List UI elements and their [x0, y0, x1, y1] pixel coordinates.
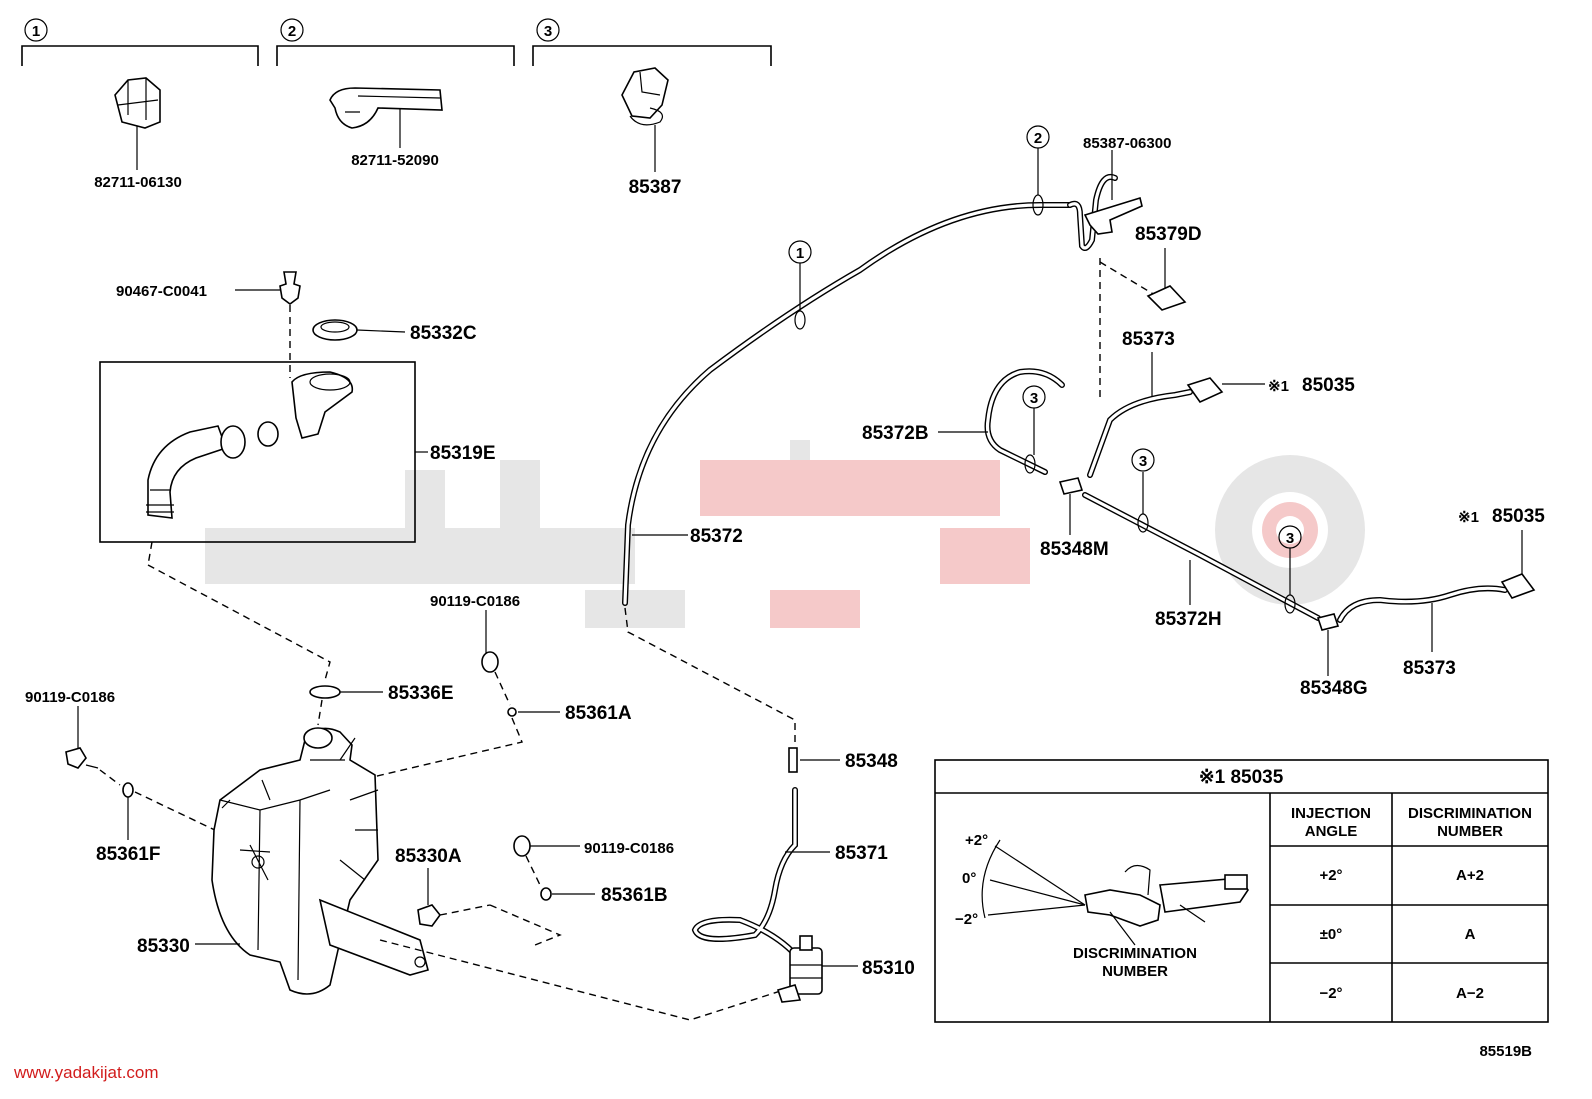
- part-label-85379d: 85379D: [1135, 224, 1202, 245]
- group-number-3: 3: [544, 23, 552, 40]
- fastener-90467-drawing: [235, 271, 301, 378]
- website-watermark: www.yadakijat.com: [13, 1063, 159, 1082]
- row-1-number: A+2: [1456, 867, 1484, 884]
- part-label-85348m: 85348M: [1040, 539, 1109, 560]
- clip-callout-1: 1: [796, 245, 804, 262]
- injection-angle-table: ※1 85035 INJECTION ANGLE DISCRIMINATION …: [934, 759, 1549, 1023]
- part-label-85310: 85310: [862, 958, 915, 979]
- angle-minus2: −2°: [955, 911, 978, 928]
- hose-85373-lower-drawing: [1337, 530, 1536, 652]
- part-label-85336e: 85336E: [388, 683, 454, 704]
- part-label-90467-c0041: 90467-C0041: [116, 283, 207, 300]
- grommet-90119-left-drawing: [65, 706, 241, 843]
- angle-zero: 0°: [962, 870, 976, 887]
- part-label-85371: 85371: [835, 843, 888, 864]
- angle-plus2: +2°: [965, 832, 988, 849]
- group-bracket-2: 2: [276, 18, 515, 66]
- reservoir-tank-85330-drawing: [195, 727, 429, 995]
- detail-caption-line2: NUMBER: [1102, 963, 1168, 980]
- group-number-1: 1: [32, 23, 40, 40]
- row-2-number: A: [1465, 926, 1476, 943]
- hose-85372b-drawing: 3: [938, 368, 1065, 475]
- clip-82711-06130-drawing: [114, 77, 161, 170]
- group-bracket-3: 3: [532, 18, 772, 66]
- part-label-85373-lower: 85373: [1403, 658, 1456, 679]
- connector-85348-drawing: [788, 747, 840, 773]
- detail-caption-line1: DISCRIMINATION: [1073, 945, 1197, 962]
- gasket-85336e-drawing: [309, 685, 383, 726]
- row-3-angle: −2°: [1319, 985, 1342, 1002]
- grommet-85330a-drawing: [417, 868, 562, 946]
- watermark-logo: [205, 440, 1365, 628]
- part-label-85330a: 85330A: [395, 846, 462, 867]
- diagram-code: 85519B: [1479, 1043, 1532, 1060]
- ref-mark-upper: ※1: [1268, 378, 1289, 395]
- part-label-82711-06130: 82711-06130: [94, 174, 182, 191]
- row-1-angle: +2°: [1319, 867, 1342, 884]
- part-label-85387-06300: 85387-06300: [1083, 135, 1171, 152]
- hose-85372h-drawing: 3 3: [1082, 448, 1321, 621]
- hose-85371-drawing: [691, 787, 830, 963]
- part-label-82711-52090: 82711-52090: [351, 152, 439, 169]
- connector-85348m-drawing: [1058, 477, 1084, 535]
- hose-85372-drawing: 1 2: [622, 125, 1073, 745]
- part-label-85319e: 85319E: [430, 443, 496, 464]
- clip-callout-3b: 3: [1139, 453, 1147, 470]
- clip-callout-2: 2: [1034, 130, 1042, 147]
- part-label-85373-upper: 85373: [1122, 329, 1175, 350]
- group-bracket-1: 1: [21, 18, 259, 66]
- part-label-85348: 85348: [845, 751, 898, 772]
- header-discrimination-number: DISCRIMINATION: [1408, 805, 1532, 822]
- part-label-85361a: 85361A: [565, 703, 632, 724]
- part-label-85330: 85330: [137, 936, 190, 957]
- svg-text:NUMBER: NUMBER: [1437, 823, 1503, 840]
- part-label-85035-lower: 85035: [1492, 506, 1545, 527]
- nozzle-bracket-drawing: [1067, 150, 1187, 398]
- part-label-85387: 85387: [629, 177, 682, 198]
- connector-85348g-drawing: [1316, 613, 1340, 676]
- part-label-85361f: 85361F: [96, 844, 160, 865]
- part-label-85372: 85372: [690, 526, 743, 547]
- part-label-90119-upper: 90119-C0186: [430, 593, 520, 610]
- grommet-90119-lower-drawing: [379, 835, 791, 1021]
- nozzle-angle-detail: +2° 0° −2° DISCRIMINATION NUMBER: [955, 832, 1249, 980]
- clip-82711-52090-drawing: [329, 87, 443, 148]
- part-label-90119-left: 90119-C0186: [25, 689, 115, 706]
- group-number-2: 2: [288, 23, 296, 40]
- hose-85373-upper-drawing: [1087, 352, 1265, 478]
- cap-85332c-drawing: [312, 319, 406, 341]
- clip-callout-3a: 3: [1030, 390, 1038, 407]
- part-label-85332c: 85332C: [410, 323, 477, 344]
- part-label-85035-upper: 85035: [1302, 375, 1355, 396]
- ref-mark-lower: ※1: [1458, 509, 1479, 526]
- table-title: ※1 85035: [1199, 767, 1284, 788]
- part-label-90119-lower: 90119-C0186: [584, 840, 674, 857]
- inlet-85319e-box: [99, 361, 428, 681]
- row-3-number: A−2: [1456, 985, 1484, 1002]
- part-label-85348g: 85348G: [1300, 678, 1368, 699]
- row-2-angle: ±0°: [1320, 926, 1343, 943]
- grommet-90119-upper-drawing: [359, 610, 560, 781]
- part-label-85372h: 85372H: [1155, 609, 1222, 630]
- header-injection-angle: INJECTION: [1291, 805, 1371, 822]
- pump-85310-drawing: [776, 935, 858, 1003]
- clip-callout-3c: 3: [1286, 530, 1294, 547]
- svg-text:ANGLE: ANGLE: [1305, 823, 1358, 840]
- part-label-85372b: 85372B: [862, 423, 929, 444]
- clip-85387-drawing: [621, 67, 669, 172]
- part-label-85361b: 85361B: [601, 885, 668, 906]
